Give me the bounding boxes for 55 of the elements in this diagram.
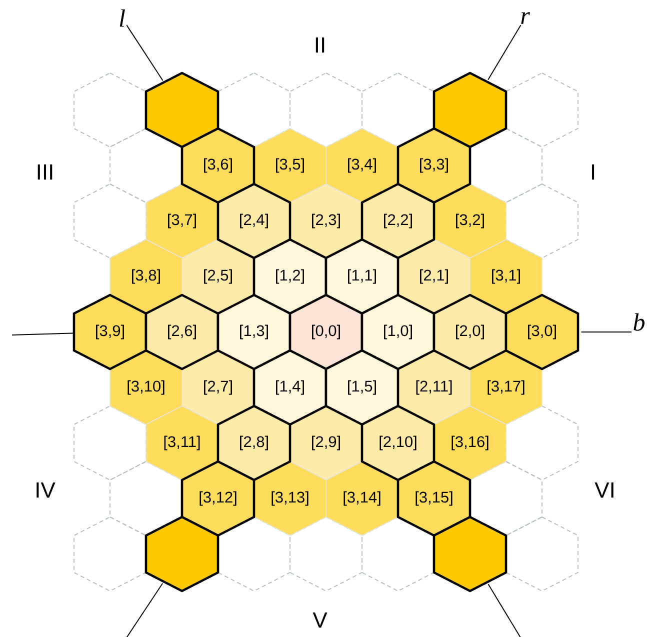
hex-cell: [1,1] <box>324 238 400 315</box>
hex-cell: [3,12] <box>180 460 256 537</box>
hex-cell: [3,10] <box>110 350 182 425</box>
leader-line <box>124 582 164 637</box>
hex-cell: [1,2] <box>252 238 328 315</box>
hex-cell: [2,6] <box>144 294 220 370</box>
hexagon <box>144 72 220 148</box>
leader-label: b <box>634 313 644 331</box>
hex-cell: [3,2] <box>434 184 506 258</box>
hexagon <box>144 516 220 592</box>
leader-line <box>12 332 76 336</box>
hex-cell: [2,0] <box>432 294 508 370</box>
hex-cell: [2,5] <box>182 239 254 314</box>
sector-label: VI <box>594 482 614 498</box>
sector-label: V <box>312 612 328 628</box>
sector-label: IV <box>36 482 56 498</box>
hex-cell: [3,3] <box>396 127 472 204</box>
leader-line <box>126 24 164 82</box>
hex-cell: [2,8] <box>216 404 292 482</box>
hex-cell: [3,4] <box>326 128 398 203</box>
hex-cell: [2,1] <box>398 239 470 314</box>
hex-cell: [3,6] <box>180 127 256 204</box>
hex-cell: [1,3] <box>216 294 292 370</box>
sector-label: I <box>592 164 594 180</box>
hex-cell: [3,17] <box>470 350 542 425</box>
leader-label: l <box>120 9 125 27</box>
hex-cell: [1,4] <box>252 349 328 426</box>
hex-cell: [3,14] <box>326 461 398 536</box>
hexagon <box>432 72 508 148</box>
hex-cell: [0,0] <box>288 294 364 370</box>
hex-cell: [3,0] <box>504 294 580 370</box>
hex-cell: [3,1] <box>470 239 542 314</box>
hex-cell: [2,2] <box>360 182 436 260</box>
hex-cell: [2,11] <box>398 350 470 425</box>
hex-cell: [3,13] <box>254 461 326 536</box>
hex-cell: [3,7] <box>146 184 218 258</box>
hex-cell: [3,9] <box>72 294 148 370</box>
hexagon <box>432 516 508 592</box>
sector-label: III <box>38 164 52 180</box>
leader-label: r <box>521 12 530 24</box>
hex-cell: [3,16] <box>434 406 506 480</box>
hex-cell: [1,0] <box>360 294 436 370</box>
hex-cell: [3,15] <box>396 460 472 537</box>
hex-cell: [2,10] <box>360 404 436 482</box>
leader-line <box>488 584 522 637</box>
hex-cell: [3,5] <box>254 128 326 203</box>
hex-cell: [2,4] <box>216 182 292 260</box>
hex-cell: [3,11] <box>146 406 218 480</box>
hex-cell: [3,8] <box>110 239 182 314</box>
hex-cell: [1,5] <box>324 349 400 426</box>
hex-cell: [2,3] <box>290 184 362 258</box>
leader-line <box>488 24 522 80</box>
hex-cell: [2,7] <box>182 350 254 425</box>
hex-cell: [2,9] <box>290 406 362 480</box>
sector-label: II <box>316 37 324 53</box>
